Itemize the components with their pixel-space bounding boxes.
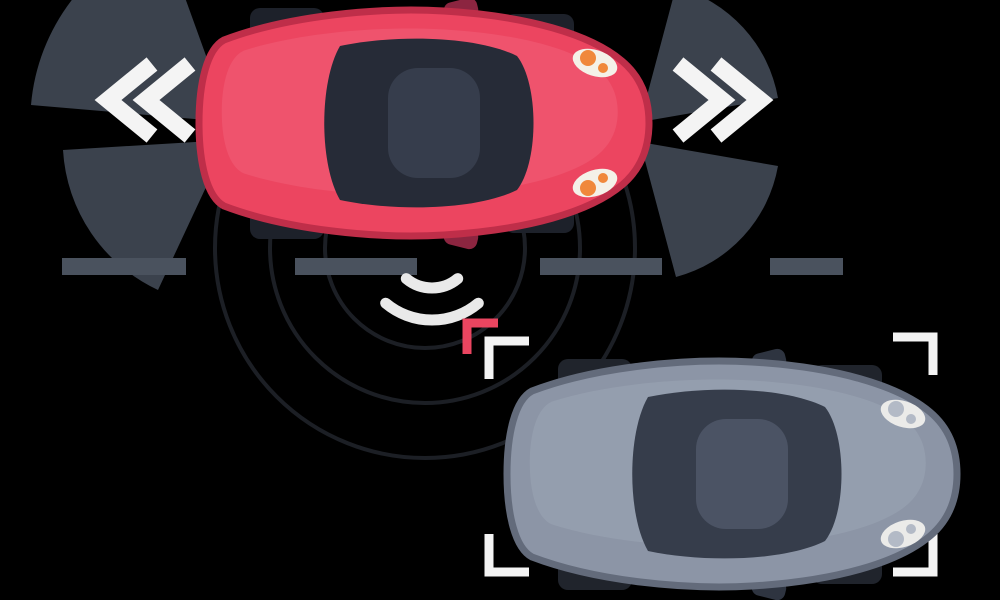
chevron-stroke	[132, 57, 196, 143]
frame-corner-bottom-left-icon	[484, 534, 529, 577]
headlight-bulb	[906, 414, 916, 424]
lane-dash	[295, 258, 417, 275]
frame-corner-bottom-right-icon	[893, 534, 938, 577]
frame-corner-top-left-icon	[484, 336, 529, 379]
sonar-wave	[380, 297, 484, 326]
lane-dash	[770, 258, 843, 275]
lane-dashes	[62, 258, 843, 275]
headlight-bulb	[580, 180, 596, 196]
car-roof	[696, 419, 788, 529]
red-car	[195, 0, 653, 250]
sonar-waves-icon	[380, 273, 484, 326]
headlight-bulb	[598, 63, 608, 73]
sensor-fan-upper-left-icon	[31, 0, 230, 122]
lane-dash	[540, 258, 662, 275]
headlight-bulb	[906, 524, 916, 534]
chevron-stroke	[710, 57, 774, 143]
headlight	[880, 519, 926, 549]
sensor-fan-lower-right-icon	[640, 142, 778, 277]
chevron-right-icon	[672, 57, 774, 143]
headlight-bulb	[888, 401, 904, 417]
sensor-fan-lower-left-icon	[63, 140, 228, 290]
chevron-stroke	[94, 57, 158, 143]
headlight-bulb	[580, 50, 596, 66]
headlight-bulb	[888, 531, 904, 547]
sonar-wave	[400, 273, 464, 294]
gray-car	[503, 348, 961, 600]
detection-frame	[462, 318, 938, 577]
frame-corner-red-icon	[462, 318, 498, 354]
headlight-bulb	[598, 173, 608, 183]
chevron-left-icon	[94, 57, 196, 143]
chevron-stroke	[672, 57, 736, 143]
headlight	[572, 168, 618, 198]
car-roof	[388, 68, 480, 178]
lane-dash	[62, 258, 186, 275]
headlight	[880, 399, 926, 429]
frame-corner-top-right-icon	[893, 332, 938, 375]
headlight	[572, 48, 618, 78]
